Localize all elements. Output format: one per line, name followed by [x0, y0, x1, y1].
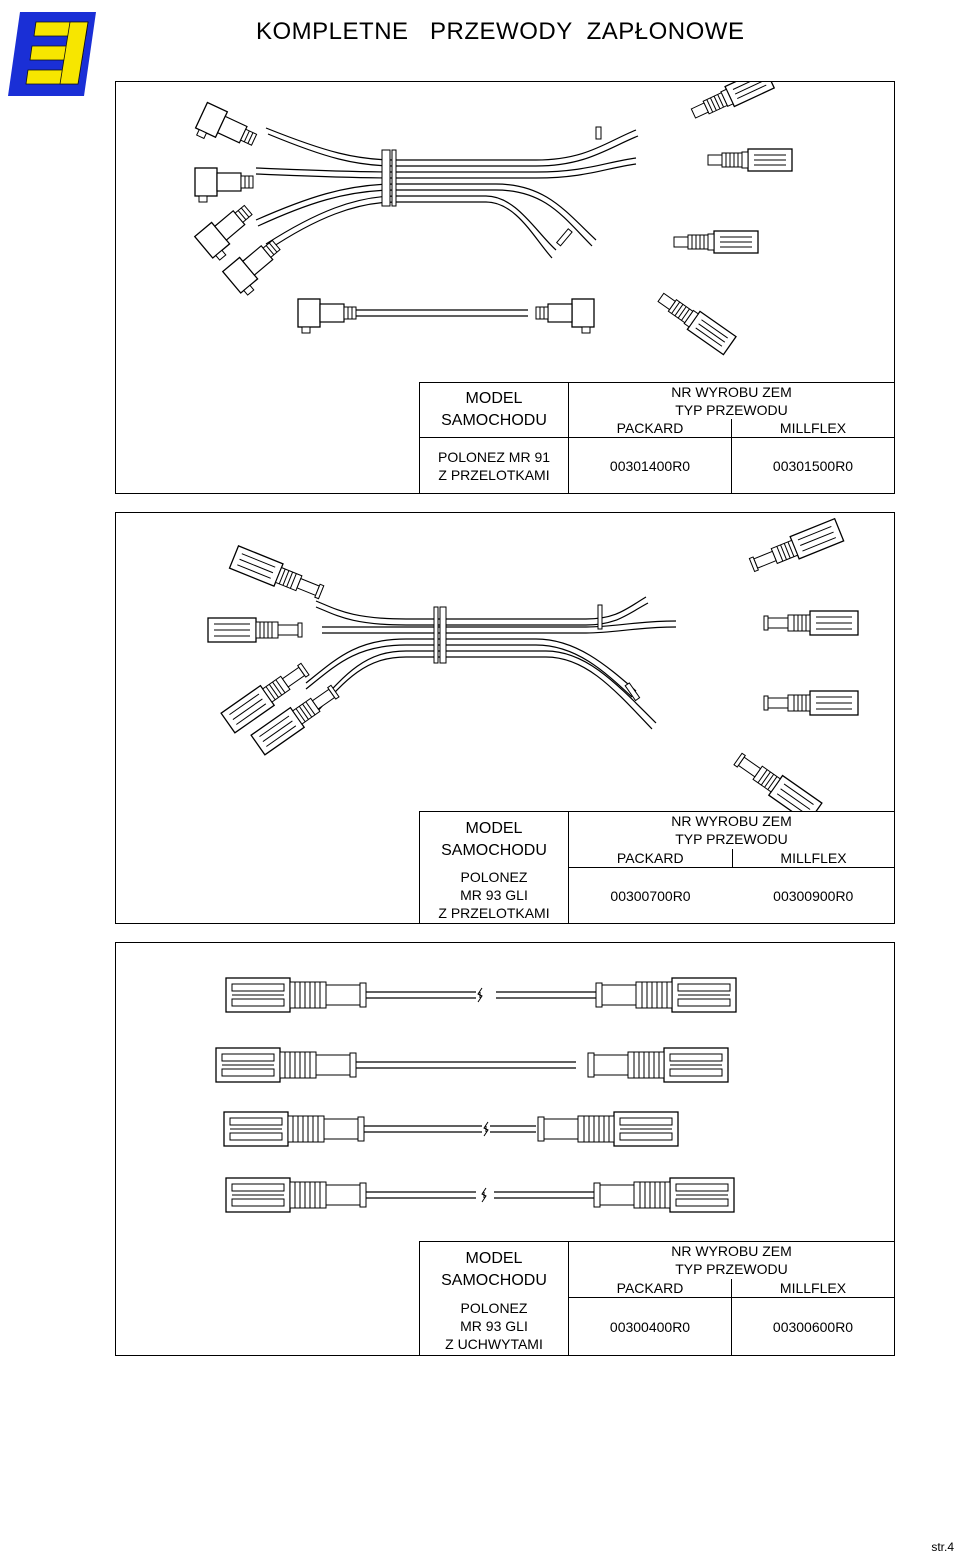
model-value-cell: POLONEZ MR 93 GLI Z PRZELOTKAMI — [419, 867, 569, 924]
model-value-line-1: POLONEZ MR 91 — [437, 448, 551, 465]
model-value-line-2: MR 93 GLI — [460, 887, 528, 904]
millflex-code: 00301500R0 — [731, 437, 895, 494]
model-header-line-2: SAMOCHODU — [441, 841, 547, 859]
spec-table-2: MODEL SAMOCHODU NR WYROBU ZEM TYP PRZEWO… — [419, 811, 895, 924]
column-packard: PACKARD — [568, 419, 732, 438]
cable-type-title: TYP PRZEWODU — [568, 401, 895, 419]
lead-1 — [225, 977, 737, 1013]
cable-drawing-1 — [192, 82, 793, 356]
model-value-cell: POLONEZ MR 91 Z PRZELOTKAMI — [419, 437, 569, 494]
lead-4 — [225, 1177, 735, 1213]
model-header-line-2: SAMOCHODU — [441, 1271, 547, 1289]
model-value-line-1: POLONEZ — [460, 1300, 528, 1317]
model-value-line-3: Z PRZELOTKAMI — [438, 905, 550, 922]
cable-drawing-2 — [207, 518, 859, 811]
model-value-line-2: Z PRZELOTKAMI — [438, 466, 550, 483]
column-packard: PACKARD — [568, 848, 733, 868]
model-header-cell: MODEL SAMOCHODU — [419, 811, 569, 868]
cable-drawing-3 — [215, 977, 737, 1213]
packard-code: 00301400R0 — [568, 437, 732, 494]
panel-2: MODEL SAMOCHODU NR WYROBU ZEM TYP PRZEWO… — [115, 512, 895, 924]
company-logo — [8, 12, 96, 96]
panel-3: MODEL SAMOCHODU NR WYROBU ZEM TYP PRZEWO… — [115, 942, 895, 1356]
model-header-cell: MODEL SAMOCHODU — [419, 382, 569, 438]
product-number-title: NR WYROBU ZEM — [568, 1241, 895, 1261]
lead-3 — [223, 1111, 679, 1147]
page-title: KOMPLETNE PRZEWODY ZAPŁONOWE — [256, 18, 745, 45]
page-number: str.4 — [931, 1540, 954, 1554]
model-value-line-2: MR 93 GLI — [460, 1318, 528, 1335]
column-millflex: MILLFLEX — [731, 848, 895, 868]
spec-table-3: MODEL SAMOCHODU NR WYROBU ZEM TYP PRZEWO… — [419, 1241, 895, 1356]
model-header-line-1: MODEL — [465, 390, 523, 407]
cable-type-title: TYP PRZEWODU — [568, 1260, 895, 1279]
millflex-code: 00300900R0 — [773, 887, 854, 904]
model-header-line-2: SAMOCHODU — [441, 412, 547, 429]
lead-2 — [215, 1047, 729, 1083]
millflex-code: 00300600R0 — [731, 1297, 895, 1356]
model-value-line-3: Z UCHWYTAMI — [445, 1336, 543, 1353]
column-millflex: MILLFLEX — [731, 419, 895, 438]
model-header-line-1: MODEL — [465, 819, 523, 837]
product-number-title: NR WYROBU ZEM — [568, 811, 895, 831]
model-value-line-1: POLONEZ — [460, 869, 528, 886]
model-header-cell: MODEL SAMOCHODU — [419, 1241, 569, 1298]
logo-yellow-spine — [59, 21, 89, 85]
spec-table-1: MODEL SAMOCHODU NR WYROBU ZEM TYP PRZEWO… — [419, 382, 895, 494]
product-number-title: NR WYROBU ZEM — [568, 382, 895, 401]
column-millflex: MILLFLEX — [731, 1278, 895, 1298]
model-value-cell: POLONEZ MR 93 GLI Z UCHWYTAMI — [419, 1297, 569, 1356]
cable-type-title: TYP PRZEWODU — [568, 830, 895, 849]
model-header-line-1: MODEL — [465, 1249, 523, 1267]
packard-code: 00300400R0 — [568, 1297, 732, 1356]
column-packard: PACKARD — [568, 1278, 732, 1298]
packard-code: 00300700R0 — [610, 887, 691, 904]
panel-1: MODEL SAMOCHODU NR WYROBU ZEM TYP PRZEWO… — [115, 81, 895, 494]
